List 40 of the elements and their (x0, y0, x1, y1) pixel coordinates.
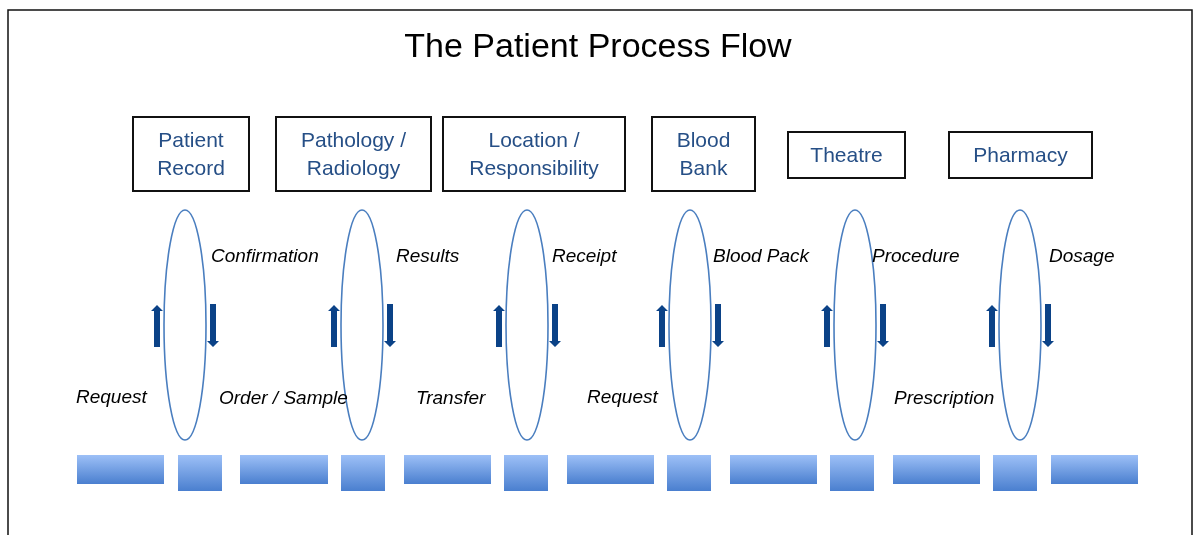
flow-label: Request (587, 386, 658, 408)
system-box (651, 116, 756, 192)
system-box (948, 131, 1093, 179)
system-box (132, 116, 250, 192)
process-bar (730, 455, 817, 484)
process-bar (567, 455, 654, 484)
process-bar (893, 455, 980, 484)
process-bar (830, 455, 874, 491)
process-bar (504, 455, 548, 491)
ellipse (505, 209, 549, 441)
process-bar (77, 455, 164, 484)
box-label: Location / Responsibility (468, 127, 600, 181)
box-label: Blood Bank (675, 127, 732, 181)
process-bar (667, 455, 711, 491)
flow-label: Results (396, 245, 460, 267)
process-bar (178, 455, 222, 491)
flow-label: Blood Pack (713, 245, 810, 267)
process-bar (341, 455, 385, 491)
process-bar (404, 455, 491, 484)
process-bar (1051, 455, 1138, 484)
box-label: Pharmacy (973, 142, 1068, 168)
flow-label: Dosage (1049, 245, 1115, 267)
flow-label: Confirmation (211, 245, 319, 267)
flow-label: Request (76, 386, 147, 408)
process-bar (993, 455, 1037, 491)
process-bar (240, 455, 328, 484)
ellipse (668, 209, 712, 441)
flow-label: Transfer (416, 387, 486, 409)
box-label: Patient Record (156, 127, 226, 181)
ellipse (998, 209, 1042, 441)
system-box (787, 131, 906, 179)
box-label: Pathology / Radiology (299, 127, 408, 181)
flow-label: Receipt (552, 245, 617, 267)
system-box (275, 116, 432, 192)
box-label: Theatre (810, 142, 883, 168)
ellipse (163, 209, 207, 441)
flow-label: Procedure (872, 245, 960, 267)
diagram-title: The Patient Process Flow (403, 25, 793, 66)
system-box (442, 116, 626, 192)
flow-label: Prescription (894, 387, 995, 409)
